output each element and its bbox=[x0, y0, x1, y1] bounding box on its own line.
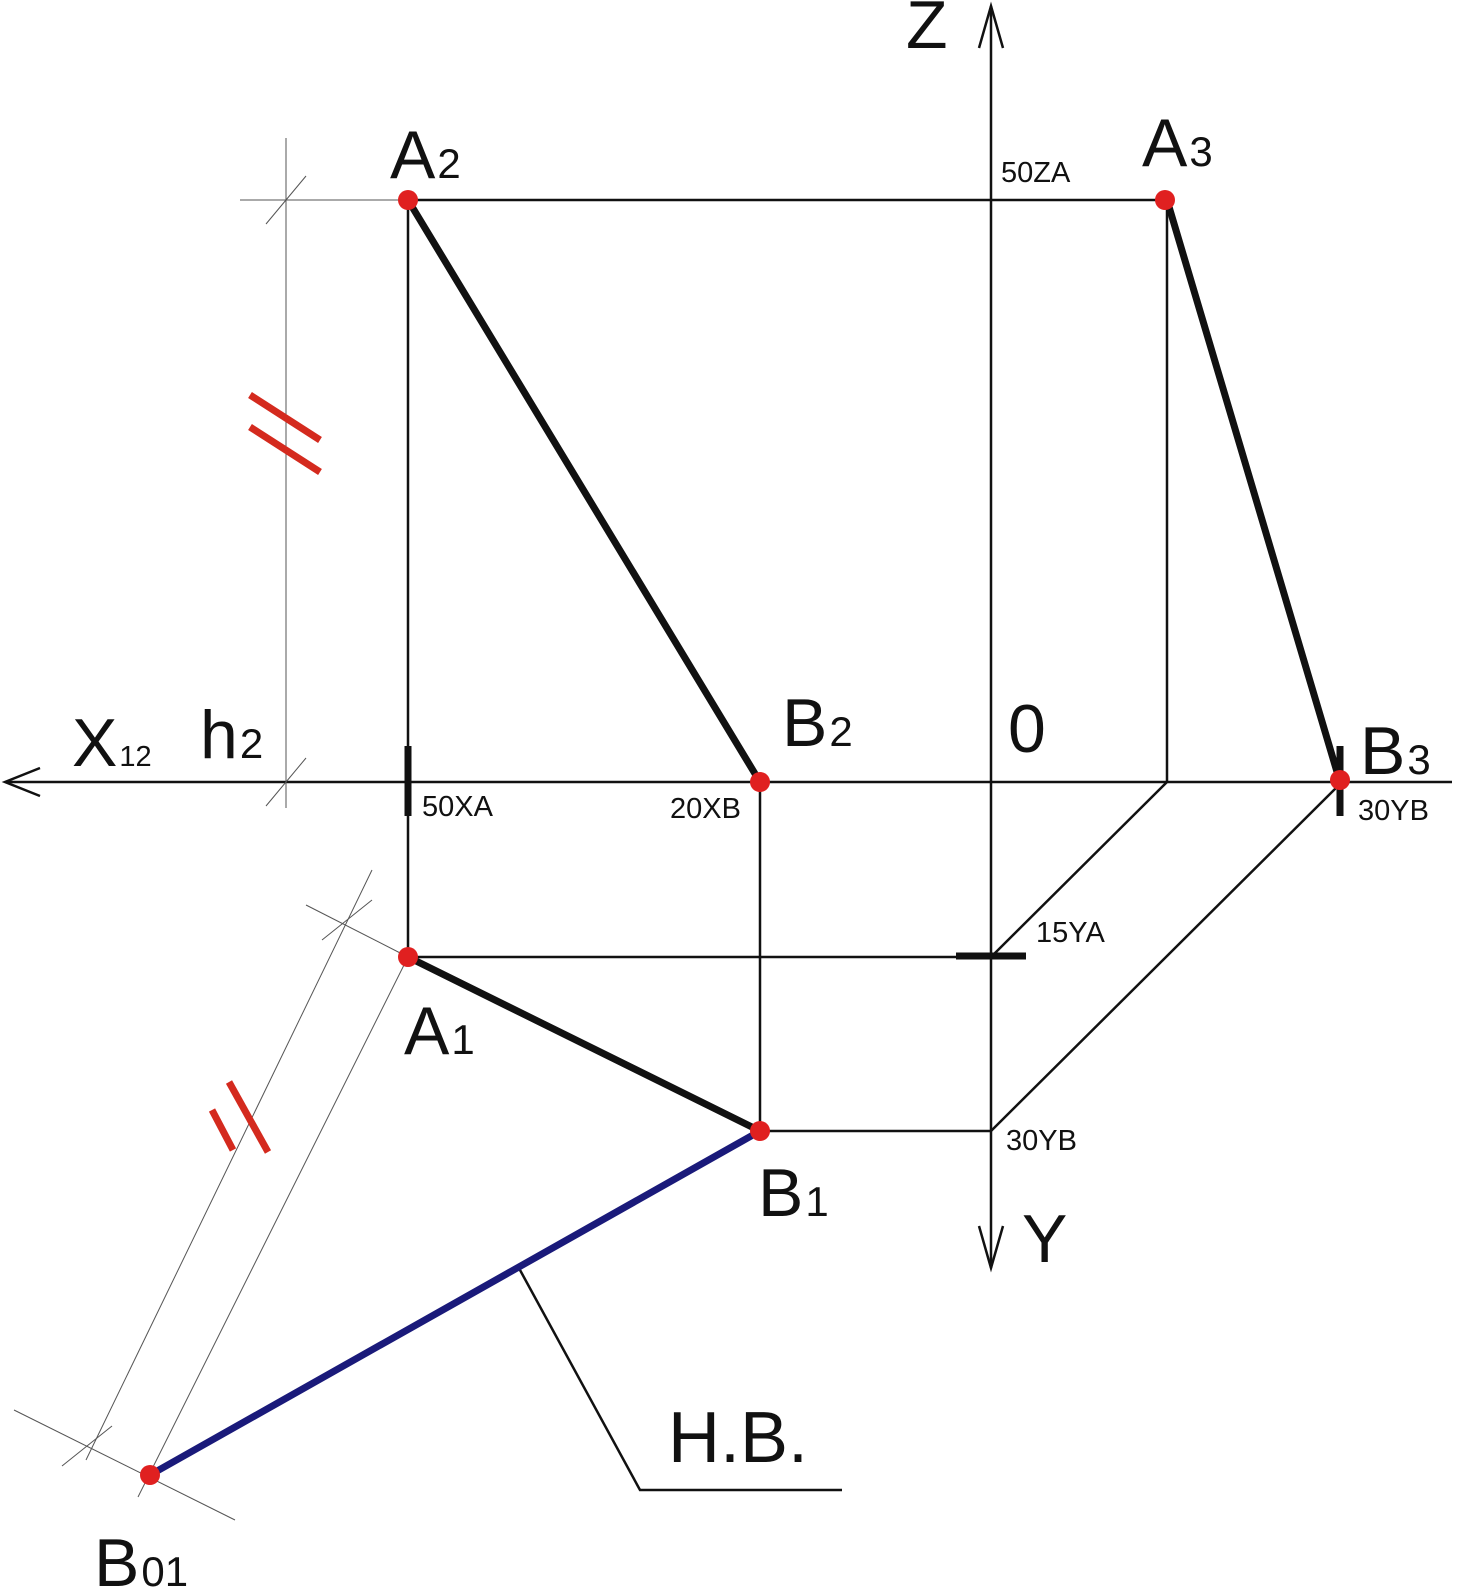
y-axis-arrow bbox=[977, 1225, 1005, 1273]
dim-tick-upper bbox=[321, 899, 373, 941]
equal-mark-lower-1 bbox=[208, 1108, 237, 1152]
a1-extension-line bbox=[305, 904, 409, 958]
coord-label-xa: 50XA bbox=[422, 791, 494, 823]
label-a3: A3 bbox=[1142, 105, 1213, 181]
y-axis-label: Y bbox=[1022, 1201, 1067, 1277]
hb-leader-line bbox=[518, 1269, 842, 1492]
segment-projections bbox=[146, 196, 1344, 1479]
label-b3: B3 bbox=[1360, 713, 1431, 789]
true-length-segment-b1-b01 bbox=[146, 1127, 764, 1479]
label-b01: B01 bbox=[94, 1525, 188, 1593]
label-a1: A1 bbox=[404, 993, 475, 1069]
equal-mark-upper-1 bbox=[248, 392, 322, 443]
true-length-callout-label: H.B. bbox=[668, 1398, 808, 1478]
h2-tick-top bbox=[265, 175, 307, 225]
equal-length-marks bbox=[208, 392, 322, 1154]
point-b1 bbox=[750, 1121, 770, 1141]
segment-a2-b2 bbox=[404, 196, 764, 786]
coord-label-za: 50ZA bbox=[1001, 157, 1071, 189]
point-b01 bbox=[140, 1465, 160, 1485]
projection-lines bbox=[406, 198, 1343, 1492]
point-a1 bbox=[398, 947, 418, 967]
axis-group bbox=[1, 1, 1452, 1273]
coord-label-xb: 20XB bbox=[670, 793, 741, 825]
origin-label: 0 bbox=[1008, 691, 1046, 767]
point-a3 bbox=[1155, 190, 1175, 210]
coord-label-yb-bottom: 30YB bbox=[1006, 1125, 1077, 1157]
yb-transfer-line bbox=[990, 781, 1343, 1132]
point-a2 bbox=[398, 190, 418, 210]
z-axis-arrow bbox=[977, 1, 1005, 49]
points bbox=[140, 190, 1350, 1485]
label-b1: B1 bbox=[758, 1155, 829, 1231]
point-b2 bbox=[750, 772, 770, 792]
equal-mark-lower-2 bbox=[225, 1080, 272, 1154]
axis-labels: Z Y X12 0 bbox=[72, 0, 1067, 1277]
h2-tick-bottom bbox=[265, 757, 307, 807]
x-axis-arrow bbox=[1, 766, 41, 798]
dim-tick-lower bbox=[61, 1425, 113, 1467]
point-labels: A2 A3 B2 B3 A1 B1 B01 h2 bbox=[94, 105, 1431, 1593]
a1-b01-construction-line bbox=[137, 956, 409, 1498]
true-length-dimension-line bbox=[85, 869, 373, 1461]
segment-a1-b1 bbox=[404, 953, 764, 1135]
coord-label-yb-right: 30YB bbox=[1358, 795, 1429, 827]
x-axis-label: X12 bbox=[72, 705, 152, 781]
coordinate-labels: 50ZA 50XA 20XB 30YB 15YA 30YB bbox=[422, 157, 1429, 1157]
z-axis-label: Z bbox=[906, 0, 948, 63]
label-a2: A2 bbox=[390, 117, 461, 193]
coord-label-ya: 15YA bbox=[1036, 917, 1105, 949]
ya-transfer-line bbox=[990, 781, 1168, 958]
dimension-lines bbox=[13, 138, 409, 1521]
label-h2: h2 bbox=[200, 697, 263, 773]
segment-a3-b3 bbox=[1163, 196, 1344, 786]
equal-mark-upper-2 bbox=[248, 424, 322, 475]
point-b3 bbox=[1330, 770, 1350, 790]
b01-extension-line bbox=[13, 1409, 236, 1521]
label-b2: B2 bbox=[782, 685, 853, 761]
